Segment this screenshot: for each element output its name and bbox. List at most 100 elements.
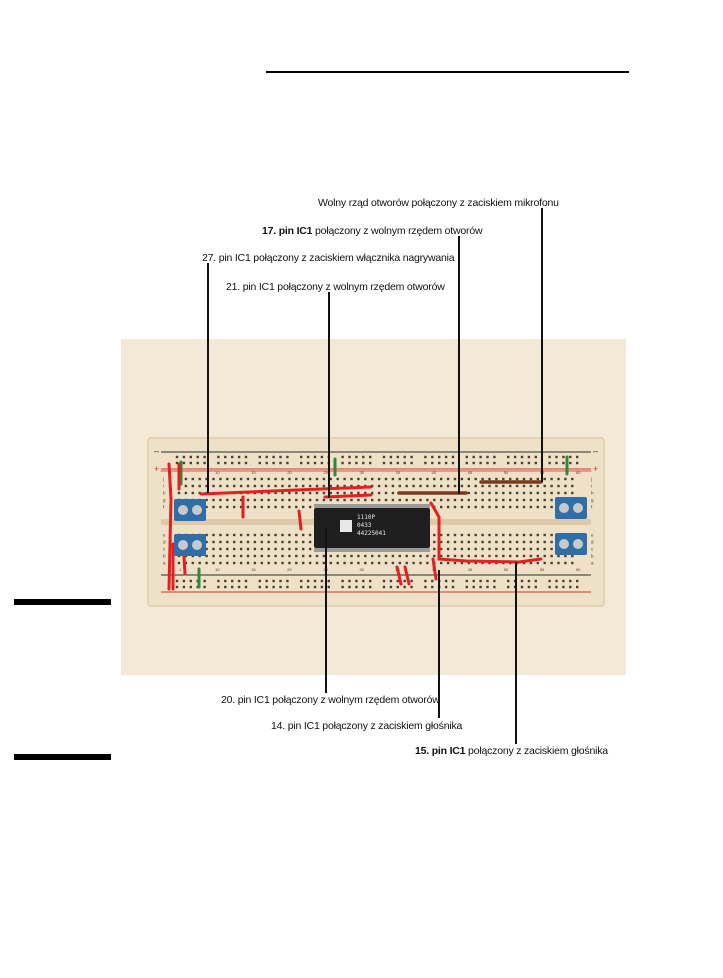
breadboard-hole (246, 533, 250, 537)
breadboard-hole (576, 455, 579, 459)
breadboard-hole (424, 455, 427, 459)
breadboard-hole (527, 579, 531, 583)
breadboard-hole (267, 498, 270, 502)
row-letter: j (162, 477, 164, 482)
breadboard-hole (472, 585, 475, 589)
breadboard-hole (550, 554, 553, 558)
breadboard-hole (562, 585, 565, 589)
breadboard-hole (246, 505, 250, 509)
breadboard-hole (260, 491, 263, 495)
column-number: 15 (251, 567, 256, 572)
breadboard-hole (550, 484, 553, 488)
breadboard-hole (357, 498, 360, 502)
breadboard-hole (274, 484, 277, 488)
breadboard-hole (239, 547, 243, 551)
row-letter: f (591, 505, 593, 510)
breadboard-hole (488, 540, 491, 544)
breadboard-hole (239, 533, 243, 537)
breadboard-hole (509, 505, 512, 509)
breadboard-hole (474, 561, 477, 565)
breadboard-hole (239, 554, 243, 558)
breadboard-hole (467, 540, 470, 544)
breadboard-hole (543, 540, 546, 544)
callout-pin15: 15. pin IC1 połączony z zaciskiem głośni… (415, 745, 608, 757)
breadboard-hole (341, 579, 344, 583)
chip-text-line2: 0433 (357, 522, 372, 529)
breadboard-hole (529, 547, 533, 551)
breadboard-hole (315, 561, 319, 565)
column-number: 20 (287, 470, 292, 475)
breadboard-hole (355, 455, 358, 459)
breadboard-hole (341, 461, 344, 465)
breadboard-hole (226, 547, 229, 551)
breadboard-hole (515, 554, 519, 558)
breadboard-hole (377, 498, 381, 502)
breadboard-hole (239, 540, 243, 544)
breadboard-hole (493, 585, 496, 589)
breadboard-hole (522, 547, 526, 551)
breadboard-hole (507, 455, 510, 459)
chip-logo (340, 520, 352, 532)
side-rule-upper (14, 599, 111, 605)
breadboard-hole (295, 491, 298, 495)
breadboard-hole (412, 498, 415, 502)
breadboard-hole (357, 491, 360, 495)
breadboard-hole (481, 561, 484, 565)
row-letter: f (163, 505, 165, 510)
breadboard-hole (329, 498, 332, 502)
breadboard-hole (308, 533, 312, 537)
breadboard-hole (369, 585, 372, 589)
breadboard-hole (431, 455, 434, 459)
breadboard-hole (548, 461, 551, 465)
breadboard-hole (529, 533, 533, 537)
breadboard-hole (467, 554, 470, 558)
breadboard-hole (495, 533, 498, 537)
breadboard-hole (569, 579, 572, 583)
row-letter: g (591, 498, 594, 503)
breadboard-hole (281, 477, 284, 481)
breadboard-hole (564, 484, 567, 488)
breadboard-hole (377, 491, 381, 495)
breadboard-hole (529, 540, 533, 544)
breadboard-hole (465, 461, 468, 465)
row-letter: e (591, 533, 594, 538)
breadboard-hole (548, 455, 551, 459)
breadboard-hole (384, 491, 388, 495)
breadboard-hole (288, 477, 291, 481)
breadboard-hole (550, 477, 553, 481)
breadboard-hole (426, 561, 429, 565)
breadboard-hole (564, 477, 567, 481)
breadboard-hole (453, 561, 457, 565)
breadboard-hole (520, 461, 524, 465)
breadboard-hole (350, 491, 353, 495)
breadboard-hole (550, 491, 553, 495)
breadboard-hole (576, 461, 579, 465)
breadboard-hole (308, 561, 312, 565)
breadboard-hole (205, 533, 208, 537)
breadboard-hole (403, 455, 406, 459)
breadboard-hole (391, 484, 395, 488)
breadboard-hole (272, 461, 275, 465)
breadboard-hole (543, 533, 546, 537)
breadboard-hole (198, 561, 201, 565)
plus-mark-right: + (593, 464, 598, 474)
breadboard-hole (479, 461, 482, 465)
breadboard-hole (205, 554, 208, 558)
breadboard-hole (253, 498, 257, 502)
breadboard-hole (543, 477, 546, 481)
breadboard-hole (184, 484, 188, 488)
breadboard-hole (239, 561, 243, 565)
breadboard-hole (467, 498, 470, 502)
terminal-block-right-top (555, 497, 587, 519)
terminal-block-left-bottom (174, 534, 206, 556)
breadboard-hole (391, 477, 395, 481)
breadboard-hole (481, 533, 484, 537)
breadboard-hole (460, 498, 464, 502)
breadboard-hole (419, 484, 422, 488)
breadboard-hole (260, 498, 263, 502)
breadboard-hole (444, 579, 448, 583)
breadboard-hole (308, 484, 312, 488)
breadboard-hole (350, 484, 353, 488)
breadboard-hole (226, 505, 229, 509)
breadboard-hole (281, 533, 284, 537)
